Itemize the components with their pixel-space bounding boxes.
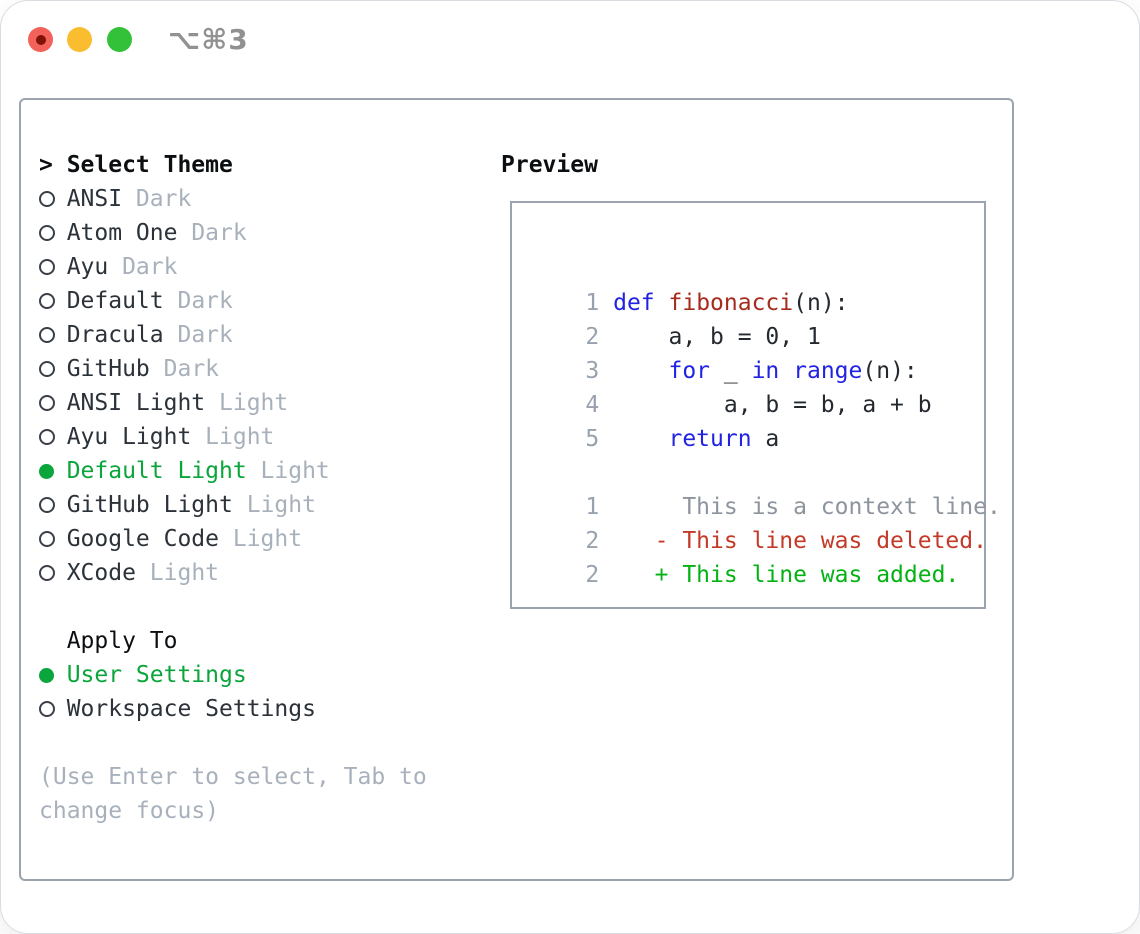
theme-variant-tag: Dark bbox=[177, 288, 233, 314]
line-content: a, b = b, a + b bbox=[613, 392, 932, 418]
line-content: def fibonacci(n): bbox=[613, 290, 849, 316]
theme-name: GitHub bbox=[66, 356, 150, 382]
unsaved-indicator-dot bbox=[35, 34, 46, 45]
radio-icon bbox=[39, 668, 67, 683]
theme-list-item[interactable]: Dracula Dark bbox=[39, 318, 479, 352]
line-content: This is a context line. bbox=[613, 494, 1001, 520]
close-button[interactable] bbox=[28, 27, 53, 52]
theme-name: ANSI bbox=[66, 186, 123, 212]
theme-variant-tag: Dark bbox=[122, 254, 178, 280]
line-content: a, b = 0, 1 bbox=[613, 324, 821, 350]
preview-code-line: 2 - This line was deleted. bbox=[530, 490, 1001, 554]
cursor-icon: > bbox=[39, 152, 53, 178]
radio-icon bbox=[39, 395, 67, 411]
radio-icon bbox=[39, 565, 67, 581]
theme-variant-tag: Light bbox=[219, 390, 289, 416]
code-preview-box: 1 def fibonacci(n): 2 a, b = 0, 1 3 for … bbox=[510, 201, 1001, 609]
line-number: 2 bbox=[585, 562, 614, 588]
preview-code-line: 2 + This line was added. bbox=[530, 524, 1001, 588]
theme-name: Google Code bbox=[66, 526, 220, 552]
radio-icon bbox=[39, 701, 67, 717]
preview-code-line: 1 This is a context line. bbox=[530, 456, 1000, 520]
preview-title: Preview bbox=[501, 152, 598, 178]
option-name: Workspace Settings bbox=[66, 696, 316, 722]
apply-to-title: Apply To bbox=[66, 628, 178, 654]
preview-code-line: 2 a, b = 0, 1 bbox=[530, 286, 1001, 350]
titlebar: ⌥⌘3 bbox=[1, 1, 1139, 77]
radio-icon bbox=[39, 293, 67, 309]
preview-code-line: 5 return a bbox=[530, 388, 1001, 452]
spacer bbox=[39, 726, 479, 760]
line-content: return a bbox=[668, 426, 780, 452]
theme-list-item[interactable]: GitHub Light Light bbox=[39, 488, 479, 522]
spacer bbox=[39, 590, 479, 624]
theme-variant-tag: Dark bbox=[191, 220, 247, 246]
theme-list-item[interactable]: Google Code Light bbox=[39, 522, 479, 556]
apply-to-header: Apply To bbox=[39, 624, 479, 658]
radio-icon bbox=[39, 531, 67, 547]
theme-name: Default bbox=[66, 288, 164, 314]
radio-icon bbox=[39, 259, 67, 275]
theme-name: Atom One bbox=[66, 220, 178, 246]
theme-variant-tag: Light bbox=[205, 424, 275, 450]
radio-icon bbox=[39, 361, 67, 377]
theme-name: Dracula bbox=[66, 322, 164, 348]
apply-to-list: User Settings Workspace Settings bbox=[39, 658, 479, 726]
radio-icon bbox=[39, 497, 67, 513]
minimize-button[interactable] bbox=[67, 27, 92, 52]
theme-list-item[interactable]: ANSI Dark bbox=[39, 182, 479, 216]
radio-icon bbox=[39, 429, 67, 445]
zoom-button[interactable] bbox=[107, 27, 132, 52]
theme-variant-tag: Light bbox=[246, 492, 316, 518]
theme-list-header: > Select Theme bbox=[39, 148, 479, 182]
preview-code-line: 1 def fibonacci(n): bbox=[530, 252, 1001, 316]
window-shortcut-label: ⌥⌘3 bbox=[168, 23, 249, 56]
theme-list-item[interactable]: Ayu Dark bbox=[39, 250, 479, 284]
preview-code: 1 def fibonacci(n): 2 a, b = 0, 1 3 for … bbox=[530, 252, 1001, 588]
line-number: 1 bbox=[585, 494, 614, 520]
theme-list-item[interactable]: GitHub Dark bbox=[39, 352, 479, 386]
theme-name: GitHub Light bbox=[66, 492, 233, 518]
theme-list-item[interactable]: Default Dark bbox=[39, 284, 479, 318]
line-content: for _ in range(n): bbox=[668, 358, 918, 384]
theme-name: ANSI Light bbox=[66, 390, 206, 416]
apply-to-option[interactable]: Workspace Settings bbox=[39, 692, 479, 726]
line-number: 5 bbox=[585, 426, 614, 452]
radio-icon bbox=[39, 464, 67, 479]
theme-name: XCode bbox=[66, 560, 136, 586]
theme-list-item[interactable]: Atom One Dark bbox=[39, 216, 479, 250]
line-content: + This line was added. bbox=[613, 562, 960, 588]
theme-list-item[interactable]: XCode Light bbox=[39, 556, 479, 590]
preview-code-line: 3 for _ in range(n): bbox=[530, 320, 1001, 384]
apply-to-option[interactable]: User Settings bbox=[39, 658, 479, 692]
line-number: 1 bbox=[585, 290, 614, 316]
theme-list-item[interactable]: Default Light Light bbox=[39, 454, 479, 488]
line-number: 3 bbox=[585, 358, 614, 384]
theme-variant-tag: Dark bbox=[163, 356, 220, 382]
theme-name: Default Light bbox=[66, 458, 247, 484]
radio-icon bbox=[39, 327, 67, 343]
theme-name: Ayu Light bbox=[66, 424, 192, 450]
theme-variant-tag: Light bbox=[232, 526, 303, 552]
line-content: - This line was deleted. bbox=[613, 528, 987, 554]
theme-name: Ayu bbox=[66, 254, 109, 280]
line-number: 2 bbox=[585, 528, 614, 554]
theme-variant-tag: Dark bbox=[177, 322, 233, 348]
theme-variant-tag: Dark bbox=[135, 186, 192, 212]
help-hint-text: (Use Enter to select, Tab to change focu… bbox=[39, 764, 427, 824]
radio-icon bbox=[39, 225, 67, 241]
theme-variant-tag: Light bbox=[149, 560, 220, 586]
theme-list-title: Select Theme bbox=[66, 152, 233, 178]
radio-icon bbox=[39, 191, 67, 207]
option-name: User Settings bbox=[66, 662, 247, 688]
preview-code-line: 4 a, b = b, a + b bbox=[530, 354, 1001, 418]
theme-variant-tag: Light bbox=[260, 458, 330, 484]
line-number: 2 bbox=[585, 324, 614, 350]
theme-list-item[interactable]: ANSI Light Light bbox=[39, 386, 479, 420]
line-number: 4 bbox=[585, 392, 614, 418]
theme-list-item[interactable]: Ayu Light Light bbox=[39, 420, 479, 454]
